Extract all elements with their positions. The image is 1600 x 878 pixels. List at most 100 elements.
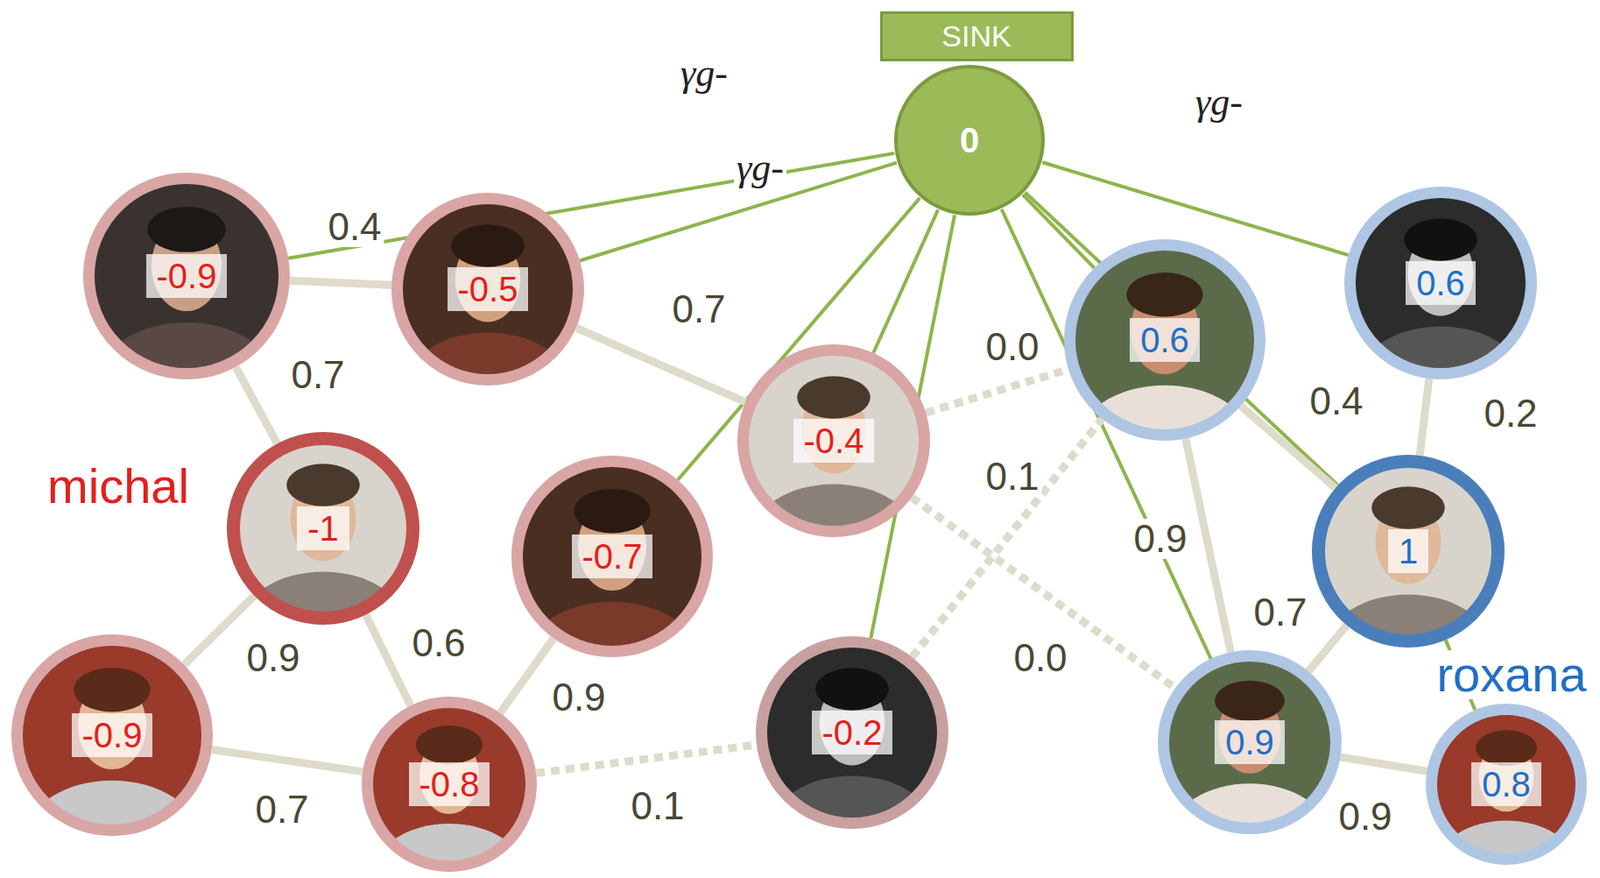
person-node: -0.9 — [11, 634, 213, 836]
photo-hair — [1371, 486, 1445, 529]
edge-weight: 0.7 — [252, 789, 311, 830]
sink-edge — [1022, 194, 1095, 268]
face-photo — [1344, 186, 1537, 380]
photo-hair — [1403, 218, 1478, 261]
face-photo — [391, 192, 585, 386]
similarity-edge — [1419, 378, 1430, 456]
node-value: -0.4 — [793, 418, 875, 463]
node-ring — [1431, 709, 1582, 860]
photo-hair — [815, 667, 889, 710]
edge-weight: 0.7 — [1250, 592, 1310, 633]
face-photo — [1157, 649, 1342, 834]
similarity-edge — [1185, 438, 1232, 653]
node-ring — [1318, 461, 1499, 642]
photo-hair — [1214, 680, 1285, 721]
photo-hair — [1475, 729, 1537, 765]
sink-edge — [873, 209, 938, 353]
node-value: -0.5 — [447, 267, 529, 311]
person-node: -0.8 — [361, 696, 537, 872]
node-value: -0.9 — [146, 253, 228, 298]
similarity-edge — [366, 614, 411, 706]
face-photo — [755, 635, 949, 829]
edge-weight: 0.9 — [549, 676, 608, 718]
edge-weight: 0.7 — [288, 354, 347, 395]
sink-node: SINK0 — [893, 63, 1046, 217]
node-ring — [17, 640, 208, 831]
face-photo — [1064, 239, 1266, 441]
face-photo — [226, 431, 420, 625]
photo-hair — [573, 488, 650, 534]
node-value: -0.7 — [571, 534, 654, 578]
node-ring — [233, 438, 414, 619]
node-value: -0.9 — [71, 712, 154, 757]
edge-weight: 0.2 — [1480, 393, 1540, 434]
face-photo — [737, 344, 931, 537]
node-ring — [1350, 192, 1532, 374]
node-ring — [397, 198, 579, 381]
person-node: michal-1 — [226, 431, 420, 625]
similarity-edge — [500, 638, 554, 713]
edge-weight: 0.4 — [1306, 380, 1366, 422]
node-ring — [743, 350, 925, 532]
sink-circle — [895, 66, 1044, 214]
node-value: -0.2 — [811, 710, 894, 755]
face-photo — [361, 696, 537, 872]
similarity-edge — [535, 744, 757, 773]
node-value: -1 — [296, 506, 350, 550]
face-photo — [1425, 703, 1587, 865]
similarity-edge — [211, 749, 363, 772]
person-node: roxana1 — [1311, 454, 1505, 648]
person-name: michal — [44, 461, 192, 511]
similarity-edge — [912, 418, 1103, 657]
photo-hair — [796, 375, 871, 418]
person-node: -0.4 — [737, 344, 931, 537]
edge-weight: 0.7 — [669, 288, 728, 330]
sink-weight: γg- — [733, 148, 787, 189]
node-value: 0 — [949, 118, 990, 163]
node-value: 0.6 — [1405, 260, 1476, 305]
node-ring — [367, 702, 532, 867]
person-node: -0.7 — [511, 455, 713, 657]
sink-weight: γg- — [677, 53, 731, 94]
edge-weight: 0.6 — [408, 622, 468, 663]
person-node: -0.5 — [391, 192, 585, 386]
edge-weight: 0.1 — [982, 456, 1042, 497]
node-value: 0.8 — [1471, 761, 1542, 806]
person-node: 0.9 — [1157, 649, 1342, 834]
node-ring — [517, 461, 708, 652]
node-value: 0.6 — [1129, 317, 1200, 362]
sink-edge — [288, 153, 895, 259]
face-photo — [511, 455, 713, 657]
person-node: 0.6 — [1344, 186, 1537, 380]
similarity-edge — [289, 280, 392, 285]
edge-weight: 0.9 — [1335, 796, 1395, 837]
similarity-edge — [1308, 625, 1347, 672]
edge-weight: 0.4 — [324, 206, 384, 247]
edge-weight: 0.0 — [982, 326, 1042, 367]
person-node: -0.9 — [83, 172, 290, 380]
photo-hair — [73, 667, 150, 712]
similarity-edge — [925, 368, 1069, 413]
node-ring — [89, 178, 285, 374]
similarity-edge — [235, 366, 277, 445]
node-ring — [1163, 655, 1337, 829]
node-value: -0.8 — [408, 761, 491, 806]
photo-hair — [286, 463, 360, 506]
node-ring — [761, 641, 944, 824]
node-value: 0.9 — [1214, 719, 1285, 764]
face-photo — [11, 634, 213, 836]
face-photo — [1311, 454, 1505, 648]
edge-weight: 0.1 — [627, 785, 687, 826]
person-node: 0.6 — [1064, 239, 1266, 441]
edge-weight: 0.9 — [1130, 518, 1190, 559]
face-photo — [83, 172, 290, 380]
person-node: 0.8 — [1425, 703, 1587, 865]
edge-weight: 0.9 — [243, 637, 303, 678]
edge-weight: 0.0 — [1010, 637, 1070, 678]
similarity-edge — [1340, 756, 1428, 771]
sink-label: SINK — [880, 11, 1074, 62]
similarity-edge — [576, 327, 746, 402]
person-name: roxana — [1433, 649, 1589, 699]
